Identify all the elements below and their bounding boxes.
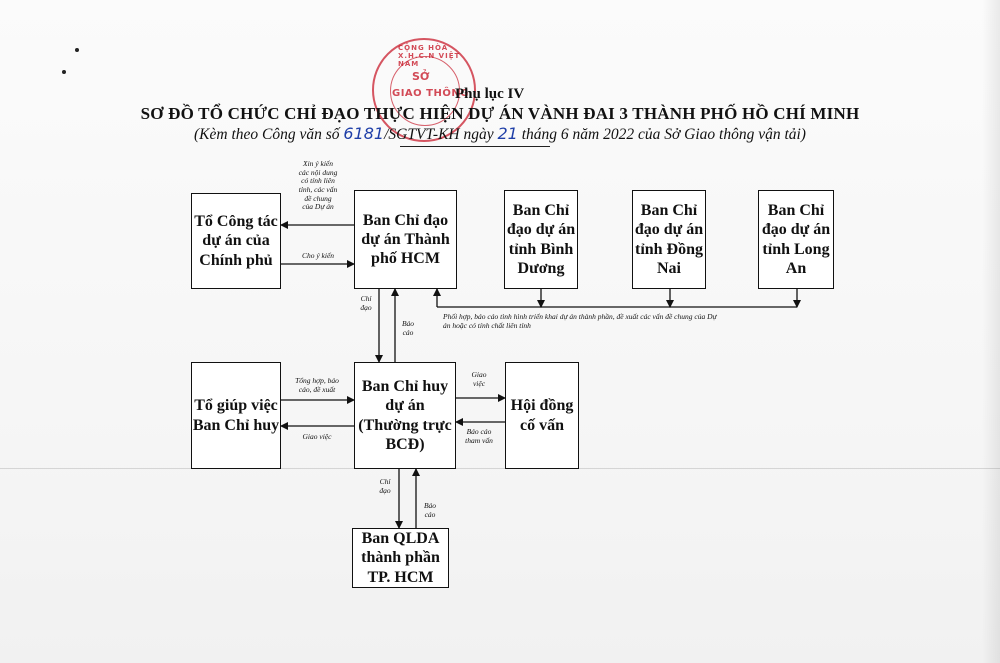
- stamp-center-top: SỞ: [412, 70, 430, 83]
- box-to-cong-tac-chinh-phu: Tổ Công tác dự án của Chính phủ: [191, 193, 281, 289]
- subtitle-suffix: tháng 6 năm 2022 của Sở Giao thông vận t…: [517, 126, 806, 143]
- label-chi-dao-1: Chỉ đạo: [360, 294, 372, 312]
- label-cho-y-kien: Cho ý kiến: [301, 251, 335, 260]
- page-fold-line: [0, 468, 1000, 469]
- handwritten-doc-number: 6181: [343, 124, 385, 143]
- label-giao-viec-1: Giao việc: [302, 432, 332, 441]
- box-hoi-dong-co-van: Hội đồng cố vấn: [505, 362, 579, 469]
- speck-mark: [75, 48, 79, 52]
- box-to-giup-viec: Tổ giúp việc Ban Chỉ huy: [191, 362, 281, 469]
- label-giao-viec-2: Giao việc: [471, 370, 487, 388]
- box-ban-chi-huy: Ban Chỉ huy dự án (Thường trực BCĐ): [354, 362, 456, 469]
- stamp-inner-ring: [390, 56, 460, 126]
- page-subtitle: (Kèm theo Công văn số 6181/SGTVT-KH ngày…: [0, 124, 1000, 144]
- box-bcd-tp-hcm: Ban Chỉ đạo dự án Thành phố HCM: [354, 190, 457, 289]
- subtitle-middle: /SGTVT-KH ngày: [384, 126, 498, 143]
- speck-mark: [62, 70, 66, 74]
- label-tong-hop: Tổng hợp, báo cáo, đề xuất: [295, 376, 339, 394]
- box-bcd-dong-nai: Ban Chỉ đạo dự án tỉnh Đồng Nai: [632, 190, 706, 289]
- stamp-ring-text: CỘNG HÒA X.H.C.N VIỆT NAM: [398, 44, 461, 68]
- page-edge-shadow: [982, 0, 1000, 663]
- official-stamp: CỘNG HÒA X.H.C.N VIỆT NAM SỞ GIAO THÔNG: [372, 38, 476, 142]
- stamp-center-bottom: GIAO THÔNG: [392, 88, 469, 99]
- handwritten-day: 21: [497, 124, 518, 143]
- subtitle-prefix: (Kèm theo Công văn số: [194, 126, 344, 143]
- box-bcd-binh-duong: Ban Chỉ đạo dự án tỉnh Bình Dương: [504, 190, 578, 289]
- label-chi-dao-2: Chỉ đạo: [379, 477, 391, 495]
- label-bao-cao-1: Báo cáo: [401, 319, 415, 337]
- box-bcd-long-an: Ban Chỉ đạo dự án tỉnh Long An: [758, 190, 834, 289]
- appendix-label: Phụ lục IV: [455, 86, 525, 102]
- label-bao-cao-tham-van: Báo cáo tham vấn: [465, 427, 493, 445]
- doc-number-underline: [400, 146, 550, 147]
- label-bao-cao-2: Báo cáo: [423, 501, 437, 519]
- label-phoi-hop: Phối hợp, báo cáo tình hình triển khai d…: [443, 312, 717, 330]
- label-xin-y-kien: Xin ý kiến các nội dung có tính liên tỉn…: [298, 159, 338, 212]
- page-title: SƠ ĐỒ TỔ CHỨC CHỈ ĐẠO THỰC HIỆN DỰ ÁN VÀ…: [140, 104, 860, 123]
- box-ban-qlda: Ban QLDA thành phần TP. HCM: [352, 528, 449, 588]
